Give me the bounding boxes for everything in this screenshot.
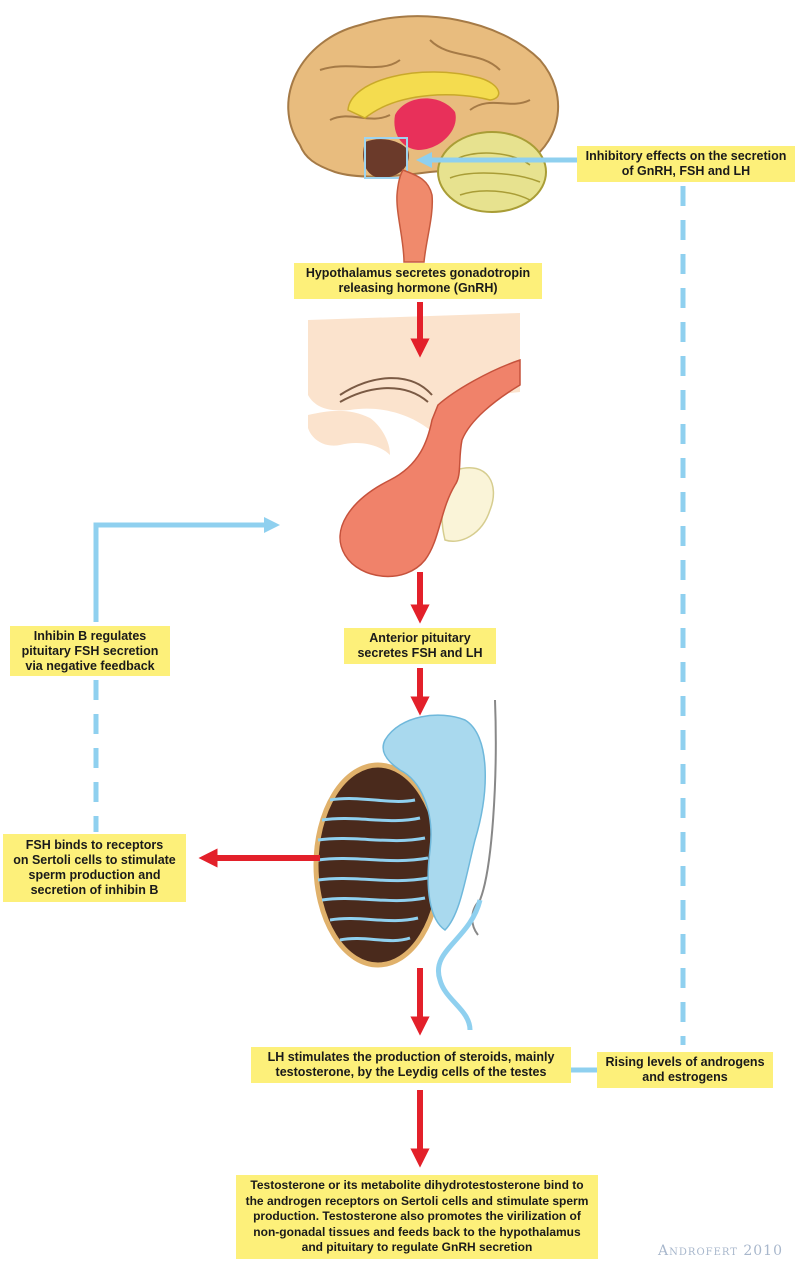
lh-stimulates-label: LH stimulates the production of steroids…: [251, 1047, 571, 1083]
rising-levels-label: Rising levels of androgens and estrogens: [597, 1052, 773, 1088]
brain-illustration: [287, 15, 560, 263]
inhibin-b-label: Inhibin B regulates pituitary FSH secret…: [10, 626, 170, 676]
feedback-lines: [93, 151, 686, 1073]
hypothalamus-label: Hypothalamus secretes gonadotropin relea…: [294, 263, 542, 299]
testosterone-label: Testosterone or its metabolite dihydrote…: [236, 1175, 598, 1259]
inhibin-b-arrow: [93, 516, 281, 622]
fsh-binds-label: FSH binds to receptors on Sertoli cells …: [3, 834, 186, 902]
testis-illustration: [313, 699, 497, 1031]
credit-text: Androfert 2010: [658, 1243, 783, 1259]
pituitary-illustration: [308, 313, 521, 578]
inhibitory-effects-label: Inhibitory effects on the secretion of G…: [577, 146, 795, 182]
anterior-pituitary-label: Anterior pituitary secretes FSH and LH: [344, 628, 496, 664]
stimulatory-arrows: [198, 302, 430, 1168]
